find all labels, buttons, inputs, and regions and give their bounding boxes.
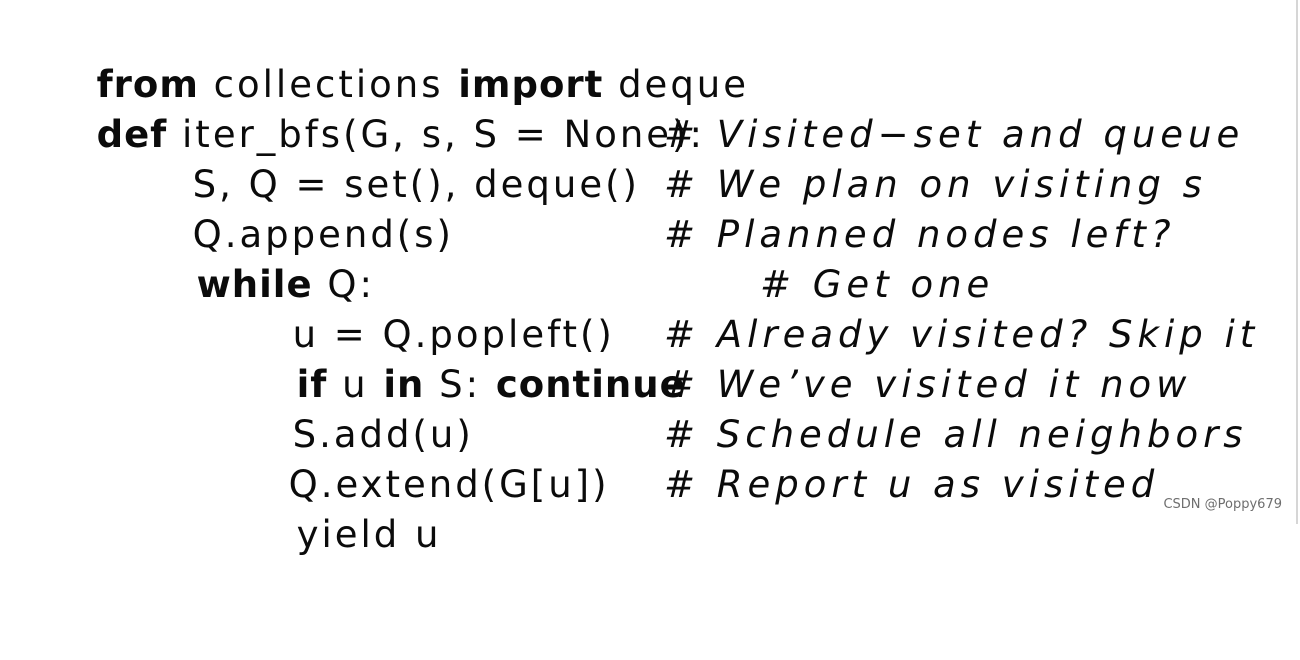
code-text: Q.append(s) [192, 213, 454, 256]
code-line-8: S.add(u) # We’ve visited it now [204, 360, 1187, 456]
keyword-def: def [96, 113, 168, 156]
code-text: Q: [312, 263, 375, 306]
code-text: deque [603, 63, 750, 106]
code-comment: # Planned nodes left? [664, 213, 1176, 256]
code-line-3: S, Q = set(), deque() # Visited−set and … [104, 110, 1240, 206]
code-text: S: [424, 363, 496, 406]
code-text: S.add(u) [292, 413, 474, 456]
keyword-from: from [96, 63, 199, 106]
code-comment: # Already visited? Skip it [664, 313, 1260, 356]
keyword-in: in [383, 363, 425, 406]
code-line-2: def iter_bfs(G, s, S = None): [8, 60, 705, 156]
code-text: u = Q.popleft() [292, 313, 615, 356]
code-line-4: Q.append(s) # We plan on visiting s [104, 160, 1202, 256]
code-text: iter_bfs(G, s, S = None): [167, 113, 705, 156]
code-text: Q.extend(G[u]) [288, 463, 610, 506]
code-comment: # Get one [760, 263, 995, 306]
watermark: CSDN @Poppy679 [1163, 497, 1282, 512]
code-line-1: from collections import deque [8, 10, 749, 106]
code-comment: # Visited−set and queue [664, 113, 1245, 156]
code-text: yield u [296, 513, 442, 556]
code-comment: # We plan on visiting s [664, 163, 1207, 206]
keyword-continue: continue [495, 363, 686, 406]
keyword-while: while [196, 263, 313, 306]
code-comment: # Report u as visited [664, 463, 1160, 506]
code-line-9: Q.extend(G[u]) # Schedule all neighbors [200, 410, 1243, 506]
code-figure: from collections import deque def iter_b… [8, 0, 1298, 556]
code-line-5: while Q: # Planned nodes left? [108, 210, 1171, 306]
keyword-import: import [458, 63, 604, 106]
code-text: collections [198, 63, 459, 106]
code-line-7: if u in S: continue # Already visited? S… [208, 310, 1255, 406]
code-comment: # We’ve visited it now [664, 363, 1192, 406]
code-line-10: yield u # Report u as visited [208, 460, 1155, 556]
code-comment: # Schedule all neighbors [664, 413, 1248, 456]
code-line-6: u = Q.popleft() # Get one [204, 260, 990, 356]
keyword-if: if [296, 363, 328, 406]
code-text: u [327, 363, 384, 406]
code-text: S, Q = set(), deque() [192, 163, 640, 206]
